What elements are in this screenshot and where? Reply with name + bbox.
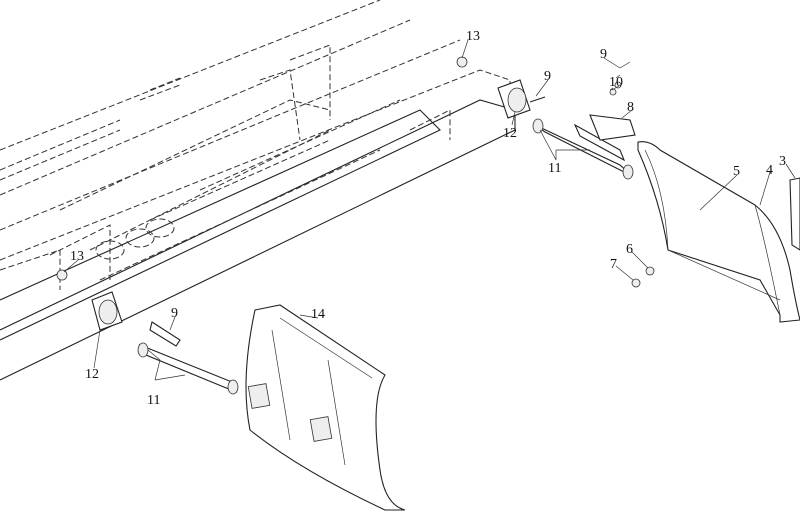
callout-10: 10	[609, 75, 623, 90]
callout-9: 9	[544, 69, 551, 84]
lower-mount-assembly	[91, 291, 239, 395]
callout-11: 11	[548, 161, 561, 176]
blade-14	[245, 304, 406, 511]
nut-13-upper	[456, 56, 468, 68]
callout-6: 6	[626, 242, 633, 257]
callout-9: 9	[171, 306, 178, 321]
callout-13: 13	[466, 29, 480, 44]
callout-12: 12	[85, 367, 99, 382]
leader-lines	[63, 39, 796, 381]
callout-7: 7	[610, 257, 617, 272]
callout-8: 8	[627, 100, 634, 115]
callout-3: 3	[779, 154, 786, 169]
chassis-frame	[0, 0, 516, 381]
callout-13: 13	[70, 249, 84, 264]
bolt-7	[631, 278, 641, 288]
nut-13-lower	[56, 269, 68, 281]
callout-4: 4	[766, 163, 773, 178]
upper-mount-assembly	[497, 61, 636, 180]
blade-5	[637, 141, 800, 323]
callout-9: 9	[600, 47, 607, 62]
callout-5: 5	[733, 164, 740, 179]
callout-11: 11	[147, 393, 160, 408]
callout-12: 12	[503, 126, 517, 141]
callout-14: 14	[311, 307, 325, 322]
washer-6	[645, 266, 655, 276]
